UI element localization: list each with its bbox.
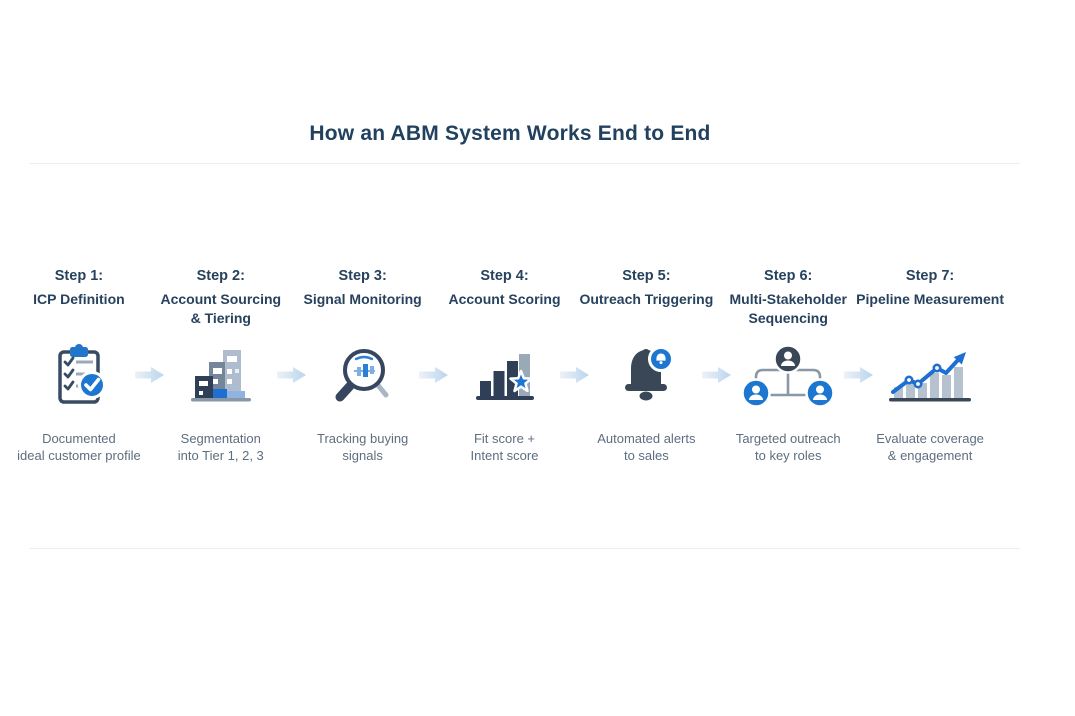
step-description: Tracking buying signals [317, 431, 409, 464]
step-3-signal-monitoring: Step 3: Signal Monitoring Tracking buyin… [304, 268, 422, 464]
step-description: Automated alerts to sales [597, 431, 696, 464]
step-label: Step 6: [764, 268, 813, 284]
step-label: Step 4: [480, 268, 529, 284]
step-label: Step 7: [905, 268, 955, 284]
step-7-pipeline-measurement: Step 7: Pipeline Measurement [856, 268, 1004, 464]
steps-row: Step 1: ICP Definition Doc [17, 268, 1004, 464]
step-header: Step 3: Signal Monitoring [304, 268, 422, 342]
step-label: Step 3: [338, 268, 387, 284]
bell-alert-icon [617, 342, 675, 408]
top-divider [30, 163, 1020, 164]
step-description: Targeted outreach to key roles [735, 431, 841, 464]
step-title: Signal Monitoring [303, 291, 422, 308]
flow-arrow-icon [702, 268, 732, 464]
buildings-tier-icon [189, 342, 253, 408]
step-title: Multi-Stakeholder Sequencing [729, 291, 847, 326]
growth-chart-icon [887, 342, 973, 408]
flow-arrow-icon [276, 268, 307, 464]
step-title: ICP Definition [33, 291, 125, 308]
step-header: Step 2: Account Sourcing & Tiering [161, 268, 282, 342]
page-title: How an ABM System Works End to End [309, 122, 711, 145]
step-label: Step 5: [622, 268, 671, 284]
clipboard-check-icon [49, 342, 109, 408]
step-6-multi-stakeholder: Step 6: Multi-Stakeholder Sequencing [729, 268, 846, 464]
step-1-icp-definition: Step 1: ICP Definition Doc [17, 268, 141, 464]
flow-arrow-icon [418, 268, 449, 464]
flow-arrow-icon [134, 268, 165, 464]
magnifier-signals-icon [332, 342, 394, 408]
step-header: Step 7: Pipeline Measurement [856, 268, 1004, 342]
step-label: Step 2: [196, 268, 245, 284]
step-description: Segmentation into Tier 1, 2, 3 [177, 431, 264, 464]
step-header: Step 4: Account Scoring [449, 268, 561, 342]
step-label: Step 1: [54, 268, 104, 284]
flow-arrow-icon [844, 268, 874, 464]
org-chart-icon [740, 342, 836, 408]
step-description: Fit score + Intent score [470, 431, 539, 464]
step-title: Pipeline Measurement [856, 291, 1004, 308]
bottom-divider [30, 548, 1020, 549]
step-header: Step 6: Multi-Stakeholder Sequencing [729, 268, 846, 342]
step-2-account-sourcing: Step 2: Account Sourcing & Tiering [161, 268, 282, 464]
step-4-account-scoring: Step 4: Account Scoring Fit score + Inte… [449, 268, 561, 464]
step-title: Outreach Triggering [579, 291, 714, 308]
step-5-outreach-triggering: Step 5: Outreach Triggering Automated al… [579, 268, 713, 464]
step-description: Evaluate coverage & engagement [876, 431, 984, 464]
step-description: Documented ideal customer profile [17, 431, 141, 464]
step-title: Account Sourcing & Tiering [160, 291, 282, 326]
step-header: Step 1: ICP Definition [33, 268, 125, 342]
flow-arrow-icon [560, 268, 590, 464]
step-header: Step 5: Outreach Triggering [579, 268, 713, 342]
step-title: Account Scoring [448, 291, 561, 308]
bar-chart-star-icon [474, 342, 536, 408]
